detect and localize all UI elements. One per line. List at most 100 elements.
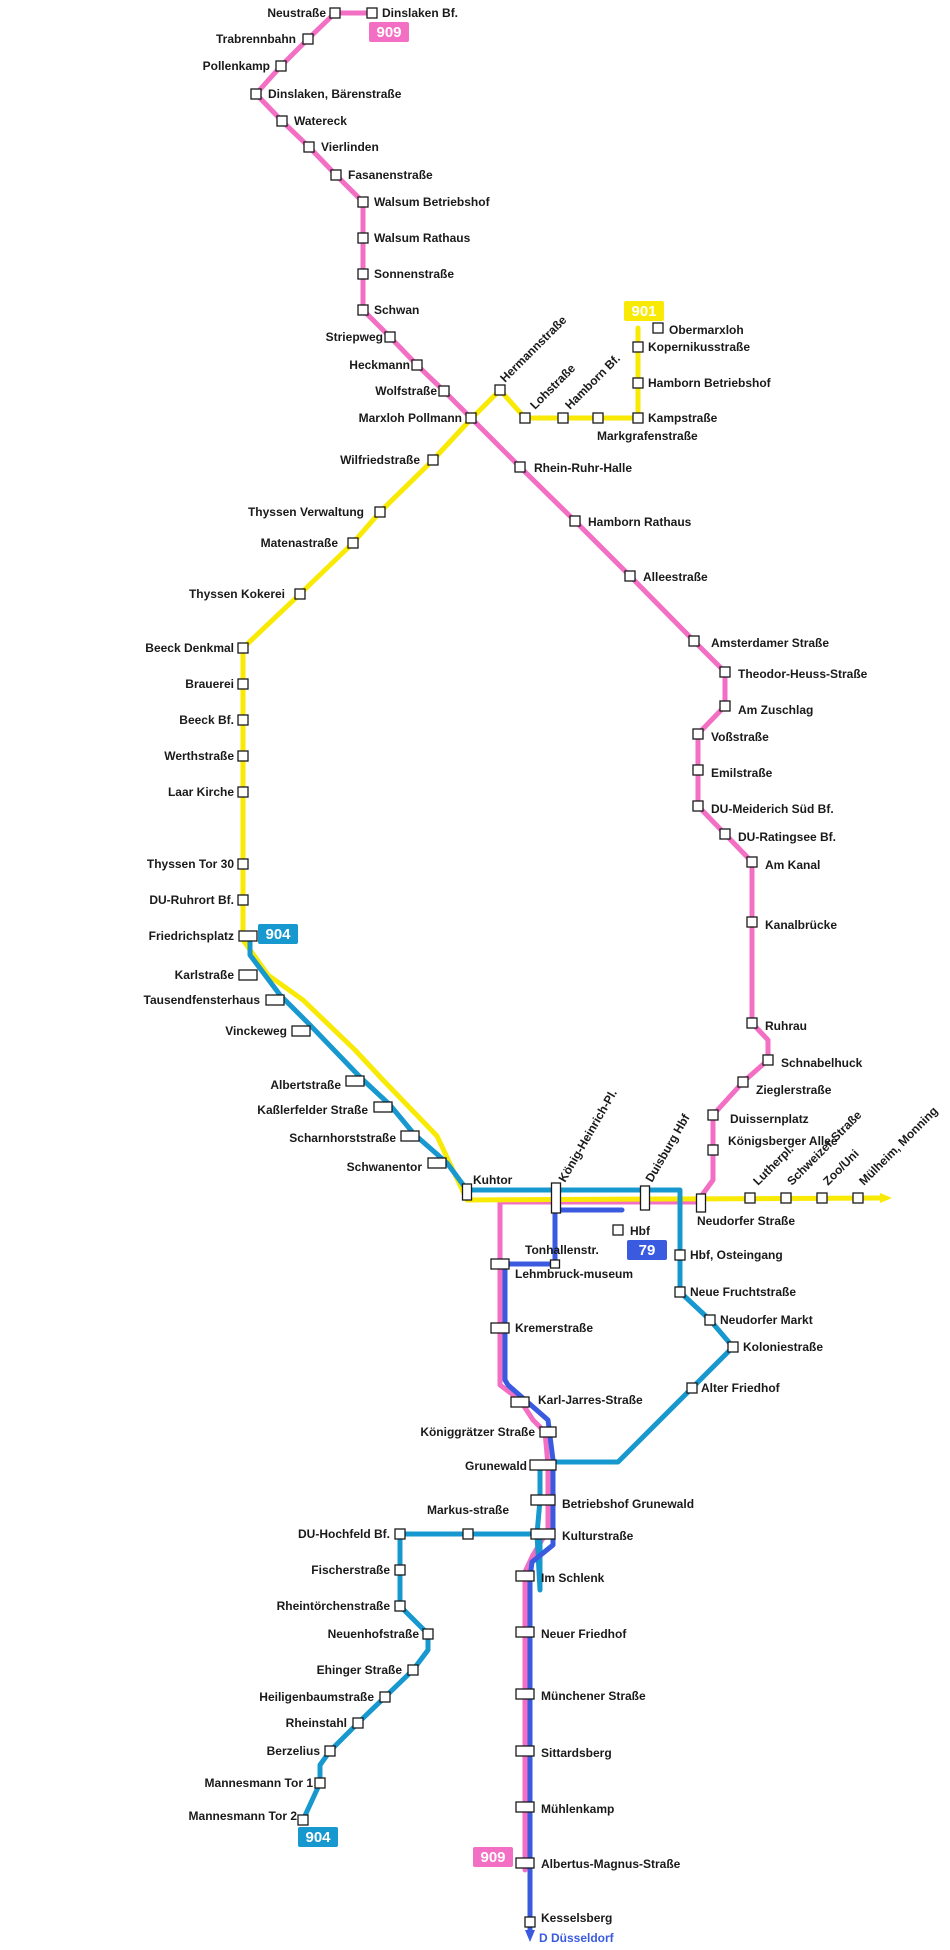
station-label: Mülheim, Monning <box>856 1104 940 1188</box>
station-marker <box>524 1916 536 1928</box>
arrow-east-icon <box>880 1193 892 1203</box>
station-label: Neuenhofstraße <box>328 1627 420 1641</box>
station-label: DU-Hochfeld Bf. <box>298 1527 390 1541</box>
station-marker-large <box>265 994 285 1006</box>
station-label: Hamborn Rathaus <box>588 515 692 529</box>
station-marker <box>303 141 315 153</box>
station-label: Kaßlerfelder Straße <box>257 1103 368 1117</box>
station-label: Alleestraße <box>643 570 708 584</box>
station-marker <box>519 412 531 424</box>
station-label: Zieglerstraße <box>756 1083 832 1097</box>
station-label: Schwanentor <box>347 1160 423 1174</box>
station-label: Fischerstraße <box>311 1563 390 1577</box>
station-marker <box>816 1192 828 1204</box>
station-label: Markus-straße <box>427 1503 509 1517</box>
station-label: Am Zuschlag <box>738 703 813 717</box>
station-label: Dinslaken, Bärenstraße <box>268 87 402 101</box>
station-marker <box>746 1017 758 1029</box>
station-marker-large <box>515 1626 535 1638</box>
station-label: Amsterdamer Straße <box>711 636 829 650</box>
station-marker-large <box>238 930 258 942</box>
station-label: Heiligenbaumstraße <box>259 1690 374 1704</box>
route-lines <box>240 10 883 1933</box>
station-marker-large <box>373 1101 393 1113</box>
station-marker <box>330 169 342 181</box>
svg-text:904: 904 <box>305 1829 331 1846</box>
station-label: Hamborn Bf. <box>562 351 623 412</box>
station-marker <box>394 1600 406 1612</box>
station-marker-large <box>639 1185 651 1211</box>
station-marker <box>686 1382 698 1394</box>
station-marker-large <box>515 1801 535 1813</box>
station-label: Watereck <box>294 114 347 128</box>
station-marker <box>427 454 439 466</box>
station-marker <box>297 1814 309 1826</box>
station-label: Vinckeweg <box>225 1024 287 1038</box>
station-marker <box>719 828 731 840</box>
station-marker-large <box>515 1745 535 1757</box>
station-marker <box>704 1314 716 1326</box>
station-marker <box>557 412 569 424</box>
station-marker <box>707 1144 719 1156</box>
station-marker <box>237 714 249 726</box>
station-marker <box>746 856 758 868</box>
station-label: Am Kanal <box>765 858 820 872</box>
station-marker <box>379 1691 391 1703</box>
station-marker <box>707 1109 719 1121</box>
station-marker-large <box>549 1259 561 1269</box>
station-label: König-Heinrich-Pl. <box>555 1087 619 1185</box>
station-marker-large <box>550 1182 562 1214</box>
station-label: Scharnhorststraße <box>289 1131 396 1145</box>
station-label: Thyssen Tor 30 <box>147 857 234 871</box>
station-marker-large <box>530 1528 556 1540</box>
station-label: Ruhrau <box>765 1019 807 1033</box>
station-label: Neuer Friedhof <box>541 1627 627 1641</box>
station-label: Rheintörchenstraße <box>277 1599 391 1613</box>
station-label: Schwan <box>374 303 419 317</box>
station-label: Schnabelhuck <box>781 1056 863 1070</box>
station-marker-large <box>291 1025 311 1037</box>
station-marker-large <box>490 1258 510 1270</box>
station-marker <box>384 331 396 343</box>
station-marker <box>462 1528 474 1540</box>
station-marker <box>727 1341 739 1353</box>
station-label: Sonnenstraße <box>374 267 454 281</box>
station-label: Kanalbrücke <box>765 918 837 932</box>
station-marker <box>407 1664 419 1676</box>
station-label: Brauerei <box>185 677 234 691</box>
station-marker <box>237 858 249 870</box>
station-marker <box>569 515 581 527</box>
station-label: Berzelius <box>267 1744 321 1758</box>
station-label: Laar Kirche <box>168 785 234 799</box>
station-label: Friedrichsplatz <box>149 929 234 943</box>
station-label: Münchener Straße <box>541 1689 646 1703</box>
badge-904-bottom: 904 <box>298 1827 338 1847</box>
station-label: Betriebshof Grunewald <box>562 1497 694 1511</box>
station-marker <box>302 33 314 45</box>
station-marker-large <box>529 1459 557 1471</box>
station-marker <box>357 196 369 208</box>
station-marker <box>746 916 758 928</box>
station-label: Neue Fruchtstraße <box>690 1285 796 1299</box>
station-label: Marxloh Pollmann <box>359 411 462 425</box>
station-label: Albertus-Magnus-Straße <box>541 1857 681 1871</box>
station-marker <box>612 1224 624 1236</box>
badge-901: 901 <box>624 301 664 321</box>
station-marker <box>719 700 731 712</box>
station-marker <box>852 1192 864 1204</box>
station-marker <box>237 642 249 654</box>
station-label: Hbf <box>630 1224 651 1238</box>
station-marker-large <box>510 1396 530 1408</box>
station-label: Mannesmann Tor 2 <box>189 1809 298 1823</box>
station-label: Pollenkamp <box>203 59 270 73</box>
station-marker <box>237 750 249 762</box>
station-label: Kulturstraße <box>562 1529 634 1543</box>
station-label: Kremerstraße <box>515 1321 593 1335</box>
svg-text:79: 79 <box>639 1242 656 1259</box>
station-label: Lehmbruck-museum <box>515 1267 633 1281</box>
arrow-south-icon <box>525 1930 535 1942</box>
station-marker-large <box>490 1322 510 1334</box>
station-label: Königgrätzer Straße <box>420 1425 535 1439</box>
badge-79: 79 <box>627 1240 667 1260</box>
